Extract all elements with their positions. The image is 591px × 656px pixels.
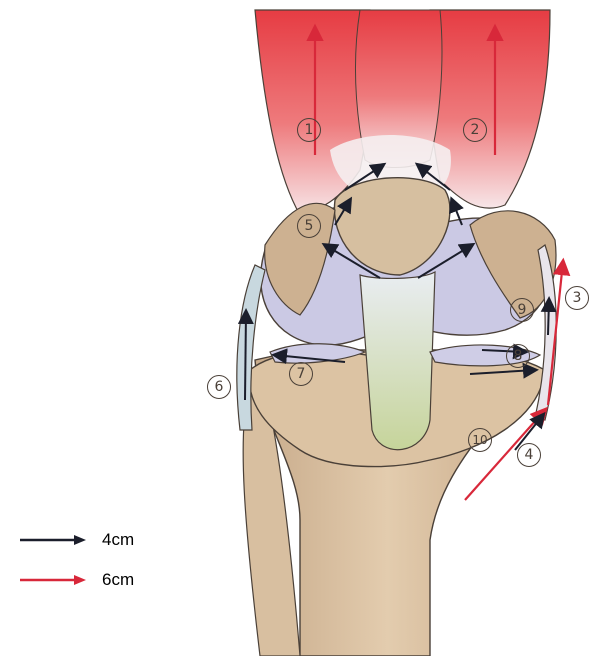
label-circle-5: 5 — [297, 214, 321, 238]
label-circle-6: 6 — [207, 375, 231, 399]
legend: 4cm 6cm — [18, 520, 178, 600]
label-circle-10: 10 — [468, 428, 492, 452]
arrow-dark-11 — [548, 300, 549, 335]
patellar-ligament — [360, 272, 435, 450]
legend-item-6cm: 6cm — [18, 560, 178, 600]
label-circle-7: 7 — [289, 362, 313, 386]
label-circle-1: 1 — [297, 118, 321, 142]
label-circle-9: 9 — [510, 298, 534, 322]
legend-item-4cm: 4cm — [18, 520, 178, 560]
legend-arrow-red-icon — [18, 573, 88, 587]
label-circle-2: 2 — [463, 118, 487, 142]
label-circle-4: 4 — [517, 443, 541, 467]
label-circle-3: 3 — [565, 286, 589, 310]
legend-label-4cm: 4cm — [102, 530, 134, 550]
legend-label-6cm: 6cm — [102, 570, 134, 590]
arrow-dark-7 — [245, 312, 246, 400]
label-circle-8: 8 — [506, 344, 530, 368]
legend-arrow-dark-icon — [18, 533, 88, 547]
